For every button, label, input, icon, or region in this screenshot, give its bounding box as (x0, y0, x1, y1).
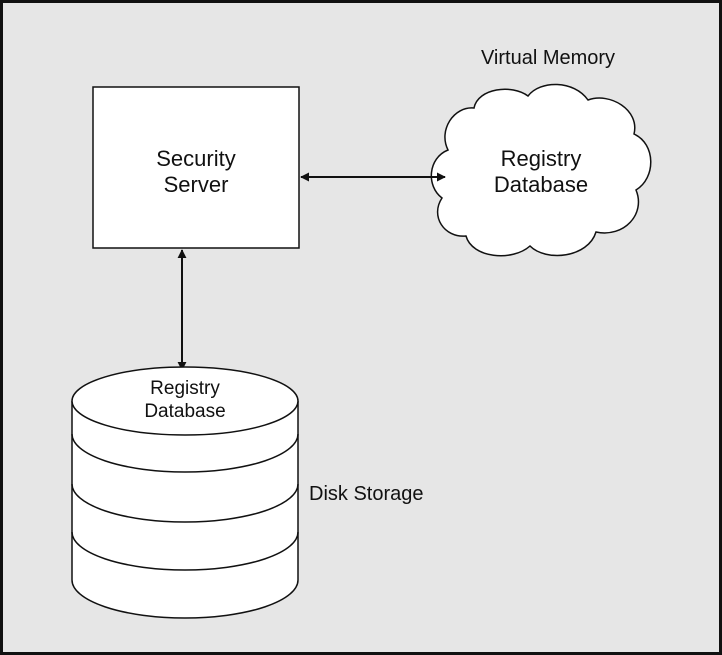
disk-platter-divider (71, 483, 299, 523)
cloud-db-label-line2: Database (494, 172, 588, 197)
disk-platter-divider (71, 531, 299, 571)
virtual-memory-cloud: Registry Database (430, 83, 652, 257)
disk-storage-cylinder: Registry Database (71, 366, 299, 619)
disk-db-label-line1: Registry (150, 378, 220, 399)
cloud-db-label-line1: Registry (501, 146, 582, 171)
security-server-box: Security Server (92, 86, 300, 249)
disk-top (71, 366, 299, 436)
disk-storage-label: Disk Storage (309, 483, 424, 505)
virtual-memory-label: Virtual Memory (481, 47, 615, 69)
disk-db-label-line2: Database (144, 401, 225, 422)
security-server-label-line2: Server (164, 172, 229, 197)
security-server-label-line1: Security (156, 146, 235, 171)
disk-platter-divider (71, 433, 299, 473)
